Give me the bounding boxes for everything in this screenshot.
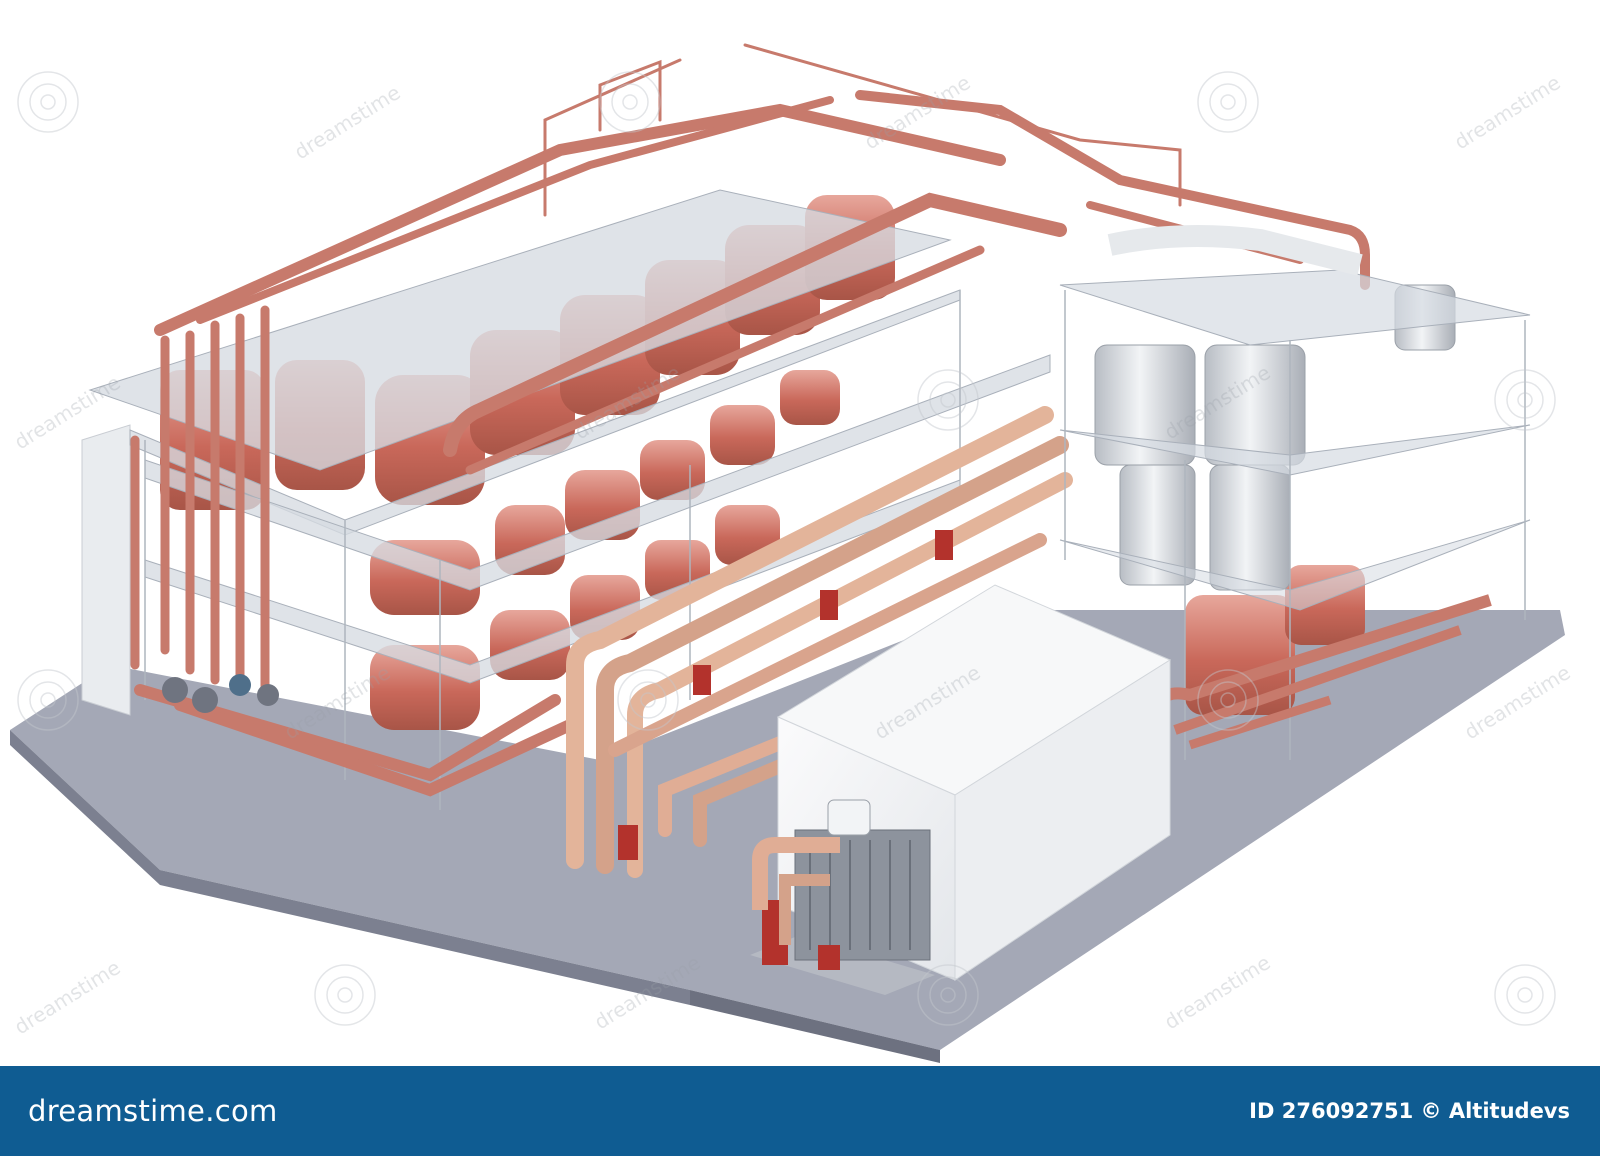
trunk-pipes [566,406,1073,878]
transformer-unit [750,799,935,995]
watermark-text: dreamstime [290,80,405,164]
watermark-text: dreamstime [1450,70,1565,154]
trunk-valves [618,530,953,860]
footer-brand-dot: . [205,1094,215,1128]
watermark-text: dreamstime [10,955,125,1039]
footer-brand-right: com [214,1094,278,1128]
stock-footer-bar: dreamstime . com ID 276092751 © Altitude… [0,1066,1600,1156]
right-tank-building [1059,225,1531,760]
footer-brand-left: dreamstime [28,1094,206,1128]
left-wall [81,424,131,716]
footer-brand: dreamstime . com [28,1094,278,1128]
vertical-risers [130,305,270,700]
plant-illustration: dreamstime dreamstime dreamstime dreamst… [10,43,1575,1063]
ground-pipes [134,684,576,797]
watermark-text: dreamstime [1160,950,1275,1034]
watermark-swirl-icon [17,71,1556,1026]
footer-image-id: ID 276092751 © Altitudevs [1249,1099,1570,1123]
pumps-left [162,674,279,713]
overhead-pipework [154,43,1370,475]
tank-row-middle [370,370,840,615]
